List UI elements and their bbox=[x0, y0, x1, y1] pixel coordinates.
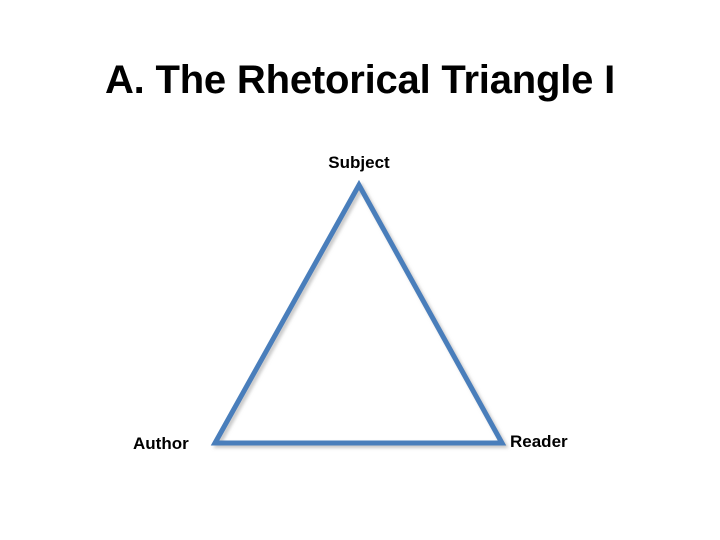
vertex-label-subject: Subject bbox=[328, 153, 390, 172]
page-title: A. The Rhetorical Triangle I bbox=[104, 58, 616, 102]
vertex-label-author: Author bbox=[133, 434, 189, 453]
vertex-label-reader: Reader bbox=[510, 432, 568, 451]
triangle-outline bbox=[210, 179, 507, 446]
